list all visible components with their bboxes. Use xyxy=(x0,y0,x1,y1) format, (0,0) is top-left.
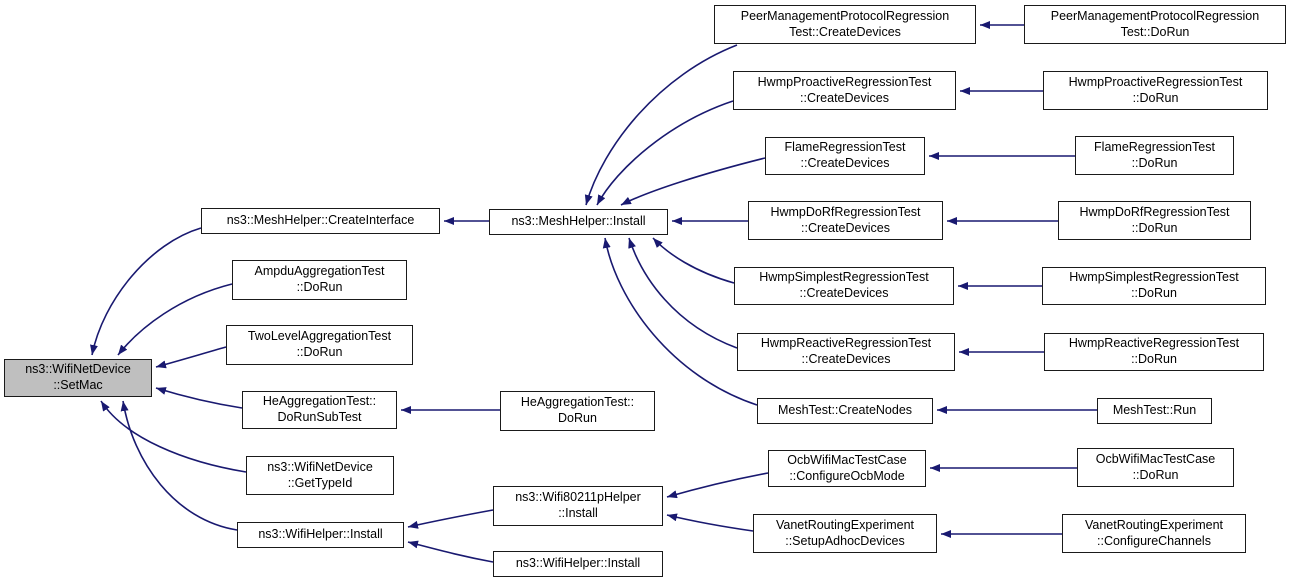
edge-heDoRunSubTest-setmac xyxy=(155,387,243,409)
edge-proactiveCreateDevices-meshInstall xyxy=(596,100,734,206)
edge-vanetSetupAdhocDevices-wifi80211pInstall xyxy=(666,513,754,532)
edge-wifiHelperInstallA-setmac xyxy=(120,400,238,531)
node-wifi80211p-install[interactable]: ns3::Wifi80211pHelper ::Install xyxy=(493,486,663,526)
node-reactive-createdevices[interactable]: HwmpReactiveRegressionTest ::CreateDevic… xyxy=(737,333,955,371)
node-proactive-dorun[interactable]: HwmpProactiveRegressionTest ::DoRun xyxy=(1043,71,1268,110)
edge-wifiHelperInstallB-wifiHelperInstallA xyxy=(407,540,494,563)
node-flame-createdevices[interactable]: FlameRegressionTest ::CreateDevices xyxy=(765,137,925,175)
node-simplest-createdevices[interactable]: HwmpSimplestRegressionTest ::CreateDevic… xyxy=(734,267,954,305)
edge-meshCreateNodes-meshInstall xyxy=(602,237,758,406)
node-peer-createdevices[interactable]: PeerManagementProtocolRegression Test::C… xyxy=(714,5,976,44)
edge-getTypeId-setmac xyxy=(100,400,247,473)
node-vanet-configurechannels[interactable]: VanetRoutingExperiment ::ConfigureChanne… xyxy=(1062,514,1246,553)
node-create-interface[interactable]: ns3::MeshHelper::CreateInterface xyxy=(201,208,440,234)
node-he-dorun[interactable]: HeAggregationTest:: DoRun xyxy=(500,391,655,431)
edge-twoLevelDoRun-setmac xyxy=(155,346,227,369)
edge-ocbConfigureOcbMode-wifi80211pInstall xyxy=(666,472,769,499)
node-gettypeid[interactable]: ns3::WifiNetDevice ::GetTypeId xyxy=(246,456,394,495)
node-vanet-setupadhocdevices[interactable]: VanetRoutingExperiment ::SetupAdhocDevic… xyxy=(753,514,937,553)
node-mesh-createnodes[interactable]: MeshTest::CreateNodes xyxy=(757,398,933,424)
node-proactive-createdevices[interactable]: HwmpProactiveRegressionTest ::CreateDevi… xyxy=(733,71,956,110)
node-ocb-configureocbmode[interactable]: OcbWifiMacTestCase ::ConfigureOcbMode xyxy=(768,450,926,487)
node-flame-dorun[interactable]: FlameRegressionTest ::DoRun xyxy=(1075,136,1234,175)
edge-simplestCreateDevices-meshInstall xyxy=(652,237,735,284)
node-dorf-dorun[interactable]: HwmpDoRfRegressionTest ::DoRun xyxy=(1058,201,1251,240)
node-setmac: ns3::WifiNetDevice ::SetMac xyxy=(4,359,152,397)
node-simplest-dorun[interactable]: HwmpSimplestRegressionTest ::DoRun xyxy=(1042,267,1266,305)
node-dorf-createdevices[interactable]: HwmpDoRfRegressionTest ::CreateDevices xyxy=(748,201,943,240)
edge-flameCreateDevices-meshInstall xyxy=(620,157,766,206)
node-ocb-dorun[interactable]: OcbWifiMacTestCase ::DoRun xyxy=(1077,448,1234,487)
edge-ampduDoRun-setmac xyxy=(117,283,233,356)
node-ampdu-dorun[interactable]: AmpduAggregationTest ::DoRun xyxy=(232,260,407,300)
edge-reactiveCreateDevices-meshInstall xyxy=(628,237,738,349)
node-wifihelper-install-a[interactable]: ns3::WifiHelper::Install xyxy=(237,522,404,548)
node-twolevel-dorun[interactable]: TwoLevelAggregationTest ::DoRun xyxy=(226,325,413,365)
edge-peerCreateDevices-meshInstall xyxy=(584,44,738,206)
node-peer-dorun[interactable]: PeerManagementProtocolRegression Test::D… xyxy=(1024,5,1286,44)
node-wifihelper-install-b[interactable]: ns3::WifiHelper::Install xyxy=(493,551,663,577)
edge-wifi80211pInstall-wifiHelperInstallA xyxy=(407,509,494,529)
node-meshhelper-install[interactable]: ns3::MeshHelper::Install xyxy=(489,209,668,235)
node-mesh-run[interactable]: MeshTest::Run xyxy=(1097,398,1212,424)
node-he-dorunsubtest[interactable]: HeAggregationTest:: DoRunSubTest xyxy=(242,391,397,429)
edge-createInterface-setmac xyxy=(90,227,202,356)
node-reactive-dorun[interactable]: HwmpReactiveRegressionTest ::DoRun xyxy=(1044,333,1264,371)
